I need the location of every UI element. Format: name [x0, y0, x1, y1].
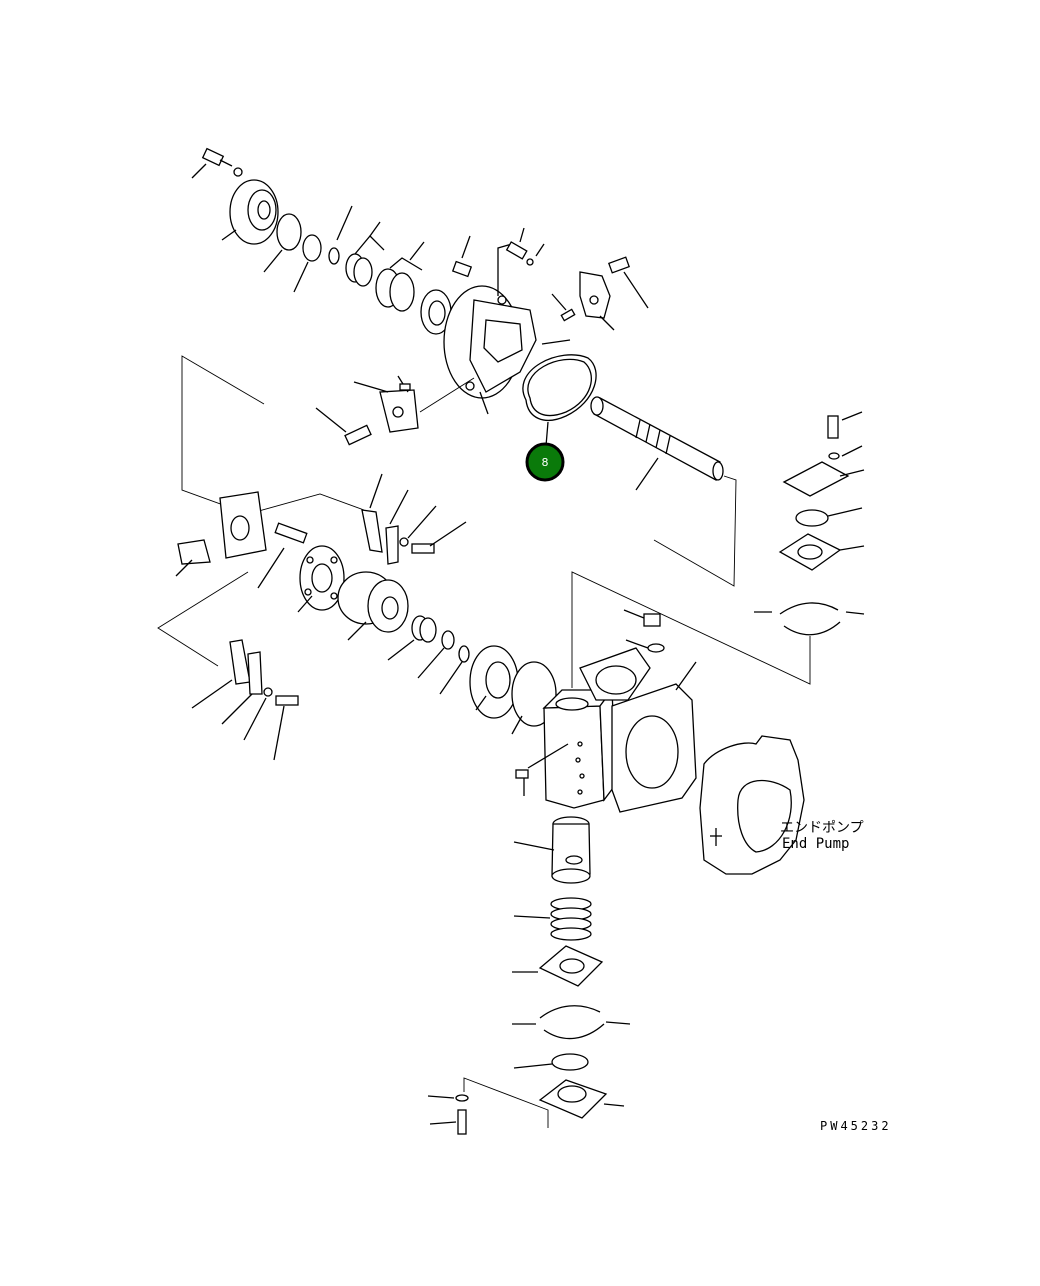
end-pump-label-japanese: エンドポンプ	[780, 820, 864, 836]
drive-shaft	[590, 396, 737, 587]
end-pump-outline	[699, 735, 805, 875]
right-flange-group	[571, 411, 865, 688]
pump-housing-upper	[443, 227, 649, 415]
gasket-part-8	[522, 354, 597, 447]
lower-column	[427, 816, 631, 1135]
left-cam-group	[157, 355, 467, 667]
end-pump-label-english: End Pump	[782, 836, 849, 852]
lower-left-bolts	[191, 639, 299, 761]
cover-assembly	[191, 147, 452, 335]
pump-body-lower	[515, 609, 697, 813]
bracket-assembly	[315, 375, 475, 446]
valve-plate-piston	[297, 545, 557, 735]
drawing-number: PW45232	[820, 1119, 892, 1133]
callout-8[interactable]: 8	[525, 442, 565, 482]
callout-number: 8	[542, 456, 549, 469]
